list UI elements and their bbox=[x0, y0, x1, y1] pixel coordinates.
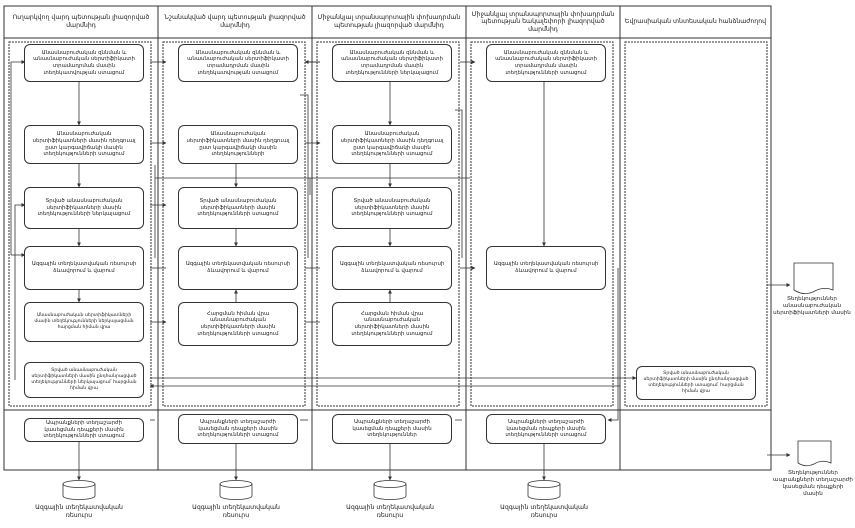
arrow bbox=[10, 60, 26, 255]
process-box: Անասնաբուժական զննման և անասնաբուժական ս… bbox=[486, 44, 606, 82]
lane-header: Միջանկյալ տրանսպորտային փոխադրման պետութ… bbox=[317, 14, 461, 29]
document-icon bbox=[793, 262, 834, 294]
arrow bbox=[300, 94, 309, 258]
arrow bbox=[455, 109, 463, 258]
process-box: Անասնաբուժական զննման և անասնաբուժական ս… bbox=[24, 44, 144, 82]
process-box: Տրված անասնաբուժական սերտիֆիկատների մասի… bbox=[24, 187, 144, 229]
process-box: Ապրանքների տեղաշարժի կասեցման դեպքերի մա… bbox=[24, 418, 144, 442]
document-label: Տեղեկություններ անասնաբուժական սերտիֆիկա… bbox=[773, 296, 851, 316]
database-label: Ազգային տեղեկատվական ռեսուրս bbox=[35, 504, 123, 519]
database-label: Ազգային տեղեկատվական ռեսուրս bbox=[346, 504, 434, 519]
arrow bbox=[607, 268, 619, 422]
process-box: Ազգային տեղեկատվական ռեսուրսի ձևավորում … bbox=[24, 246, 144, 290]
process-box: Տրված անասնաբուժական սերտիֆիկատների մասի… bbox=[178, 187, 298, 229]
process-box: Ապրանքների տեղաշարժի կասեցման դեպքերի մա… bbox=[486, 414, 606, 444]
process-box: Տրված անասնաբուժական սերտիֆիկատների մասի… bbox=[636, 366, 756, 400]
database-label: Ազգային տեղեկատվական ռեսուրս bbox=[500, 504, 588, 519]
process-box: Ապրանքների տեղաշարժի կասեցման դեպքերի մա… bbox=[178, 414, 298, 444]
process-box: Ազգային տեղեկատվական ռեսուրսի ձևավորում … bbox=[486, 246, 606, 290]
connectors bbox=[10, 60, 791, 481]
process-box: Անասնաբուժական սերտիֆիկատների մասին դեղգ… bbox=[332, 125, 452, 164]
database-label: Ազգային տեղեկատվական ռեսուրս bbox=[192, 504, 280, 519]
process-box: Տրված անասնաբուժական սերտիֆիկատների մասի… bbox=[24, 362, 144, 398]
process-box: Ազգային տեղեկատվական ռեսուրսի ձևավորում … bbox=[178, 246, 298, 290]
process-box: Ազգային տեղեկատվական ռեսուրսի ձևավորում … bbox=[332, 246, 452, 290]
swimlane-frame bbox=[3, 5, 772, 471]
document-icons bbox=[793, 262, 834, 467]
database-icon bbox=[527, 480, 561, 500]
process-box: Անասնաբուժական սերտիֆիկատների մասին տեղե… bbox=[24, 302, 144, 342]
document-icon bbox=[797, 440, 832, 467]
process-box: Տրված անասնաբուժական սերտիֆիկատների մասի… bbox=[332, 187, 452, 229]
lane-header: Նշանակված վարդ պետության լիազորված մարմն… bbox=[164, 14, 306, 29]
lane-header: Միջանկյալ տրանսպորտային փոխադրման պետութ… bbox=[471, 10, 615, 33]
process-box: Անասնաբուժական սերտիֆիկատների մասին դեղգ… bbox=[178, 125, 298, 164]
process-box: Հարցման հիման վրա անասնաբուժական սերտիֆի… bbox=[178, 302, 298, 346]
database-icon bbox=[373, 480, 407, 500]
document-label: Տեղեկություններ ապրանքների տեղաշարժի կաս… bbox=[773, 470, 853, 497]
database-icon bbox=[62, 480, 96, 500]
arrow bbox=[14, 203, 26, 380]
database-icon bbox=[219, 480, 253, 500]
process-box: Անասնաբուժական զննման և անասնաբուժական ս… bbox=[332, 44, 452, 82]
process-box: Անասնաբուժական զննման և անասնաբուժական ս… bbox=[178, 44, 298, 82]
process-box: Հարցման հիման վրա անասնաբուժական սերտիֆի… bbox=[332, 302, 452, 346]
database-icons bbox=[62, 480, 561, 500]
process-box: Ապրանքների տեղաշարժի կասեցման դեպքերի մա… bbox=[332, 414, 452, 444]
lane-header: Ուղարկվող վարդ պետության լիազորված մարմն… bbox=[12, 14, 150, 29]
lane-header: Եվրասիական տնտեսական հանձնաժողով bbox=[624, 18, 767, 26]
process-box: Անասնաբուժական սերտիֆիկատների մասին դեղգ… bbox=[24, 125, 144, 164]
